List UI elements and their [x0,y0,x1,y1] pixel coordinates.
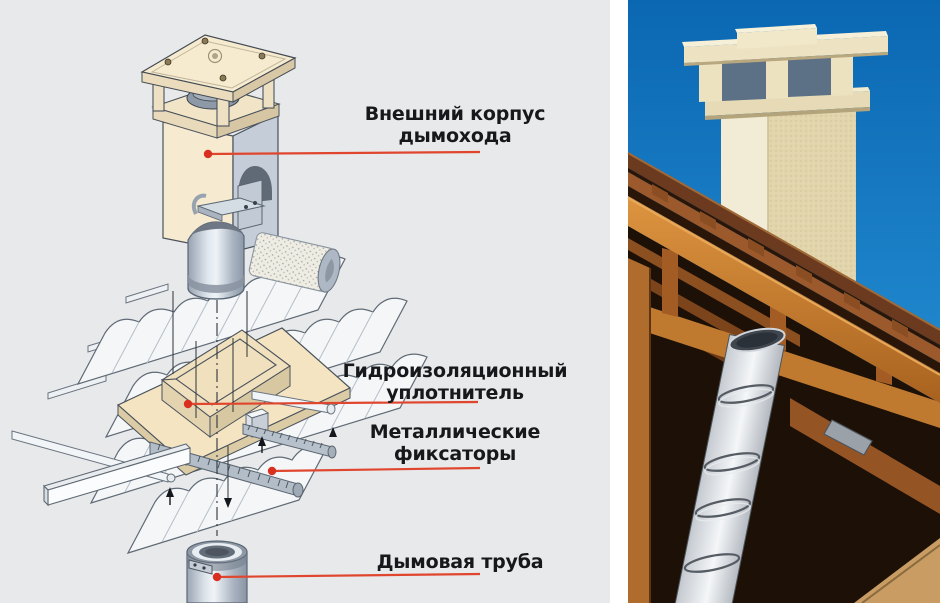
photo-flue-pipe [674,327,873,603]
support-rod [251,390,336,415]
alignment-lines [172,291,248,498]
leader-lines [187,150,481,579]
leader-fixators [271,466,481,473]
dowel-cap [166,473,176,483]
label-smoke-pipe-line1: Дымовая труба [376,551,544,573]
red-dot-fixator-strip [267,466,277,476]
leader-outer-casing [207,150,481,156]
insulated-duct [248,232,341,293]
label-outer-casing: Внешний корпус дымохода [330,103,580,147]
photo-panel [627,0,940,603]
label-fixators-line1: Металлические [369,421,541,443]
cross-beam [628,300,940,428]
red-dot-smoke-pipe [212,572,222,582]
red-dot-outer-casing [203,149,213,159]
label-smoke-pipe: Дымовая труба [335,551,585,573]
cap-bolts [164,37,266,82]
leader-seal-plate [187,400,479,406]
label-outer-casing-line1: Внешний корпус [364,103,546,125]
adapter-cylinder [187,179,266,300]
label-fixators: Металлические фиксаторы [330,421,580,465]
cap-emblem [207,48,223,64]
label-seal-line2: уплотнитель [386,382,524,404]
label-fixators-line2: фиксаторы [393,443,517,465]
photo-roof-edge [627,152,940,403]
cap-opening-shadow [722,58,766,101]
label-seal-line1: Гидроизоляционный [342,360,568,382]
panel-divider [610,0,628,603]
flue-bracket [823,419,873,456]
cap-emblem-center [212,53,218,59]
label-seal: Гидроизоляционный уплотнитель [330,360,580,404]
spacer-blocks [652,184,908,338]
label-outer-casing-line2: дымохода [398,125,512,147]
diagram-panel [0,0,610,603]
direction-arrows [166,427,337,508]
fascia-wedge [854,538,940,603]
chimney-cap-plate [140,34,297,103]
leader-dots [183,149,277,582]
leader-smoke-pipe [216,572,481,579]
left-post [628,258,650,603]
smoke-pipe [186,540,248,603]
thick-batten [42,443,192,507]
fixator-strip-upper [242,423,337,459]
cap-opening-shadow [788,56,831,97]
red-dot-seal-plate [183,399,193,409]
